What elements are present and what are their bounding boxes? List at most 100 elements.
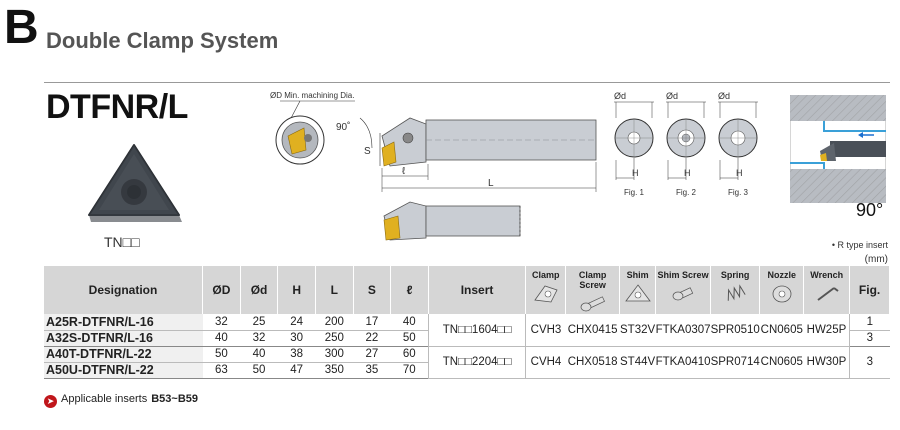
model-title: DTFNR/L <box>46 88 188 126</box>
insert-image <box>88 144 182 222</box>
col-designation: Designation <box>44 266 204 314</box>
nozzle-icon <box>772 285 792 303</box>
col-clamp-screw: Clamp Screw <box>565 266 621 314</box>
fig-1: Ød H Fig. 1 <box>614 91 654 197</box>
rtype-note: • R type insert <box>831 240 888 250</box>
col-L: L <box>315 266 354 314</box>
svg-text:Fig. 1: Fig. 1 <box>624 188 645 197</box>
tool-drawing: ØD Min. machining Dia. 90˚ S ℓ L <box>270 91 597 241</box>
col-H: H <box>277 266 316 314</box>
S-cell: 22 <box>353 330 391 347</box>
col-l: ℓ <box>390 266 429 314</box>
section-letter: B <box>4 1 39 54</box>
H-cell: 24 <box>277 314 316 331</box>
clamp-cell: CVH4 <box>525 346 566 379</box>
min-dia-label: ØD Min. machining Dia. <box>270 91 354 100</box>
D-cell: 63 <box>202 362 241 379</box>
S-cell: 35 <box>353 362 391 379</box>
fig-cell: 3 <box>849 346 890 379</box>
col-clamp: Clamp <box>525 266 567 314</box>
insert-cell: TN□□2204□□ <box>427 346 526 379</box>
table-row: A32S-DTFNR/L-16 40 32 30 250 22 50 3 <box>44 330 890 347</box>
d-cell: 32 <box>240 330 278 347</box>
col-wrench: Wrench <box>803 266 851 314</box>
col-shim: Shim <box>619 266 657 314</box>
l-cell: 60 <box>390 346 429 363</box>
L-cell: 250 <box>315 330 354 347</box>
l-small-label: ℓ <box>402 166 406 177</box>
l-label: L <box>488 178 494 189</box>
shim-cell: ST32V <box>619 314 656 347</box>
col-shim-screw: Shim Screw <box>655 266 712 314</box>
insert-shape-label: TN□□ <box>104 234 140 250</box>
arrow-right-icon: ➤ <box>44 395 57 408</box>
H-cell: 30 <box>277 330 316 347</box>
clamp-screw-icon <box>580 296 605 312</box>
s-label: S <box>364 146 371 157</box>
designation-cell: A50U-DTFNR/L-22 <box>44 362 203 379</box>
H-cell: 38 <box>277 346 316 363</box>
unit-note: (mm) <box>864 254 888 265</box>
D-cell: 40 <box>202 330 241 347</box>
svg-text:H: H <box>684 168 691 178</box>
table-header-row: Designation ØD Ød H L S ℓ Insert Clamp C… <box>44 266 890 314</box>
insert-cell: TN□□1604□□ <box>427 314 526 347</box>
fig-drawings: Ød H Fig. 1 Ød H Fig. 2 Ød <box>614 91 758 197</box>
svg-text:H: H <box>736 168 743 178</box>
machining-angle: 90° <box>856 200 884 220</box>
wrench-cell: HW25P <box>803 314 850 347</box>
clamp-screw-cell: CHX0518 <box>565 346 620 379</box>
l-cell: 70 <box>390 362 429 379</box>
S-cell: 17 <box>353 314 391 331</box>
svg-text:H: H <box>632 168 639 178</box>
col-D: ØD <box>202 266 241 314</box>
svg-text:Ød: Ød <box>614 91 626 101</box>
S-cell: 27 <box>353 346 391 363</box>
fig-3: Ød H Fig. 3 <box>718 91 758 197</box>
table-row: A50U-DTFNR/L-22 63 50 47 350 35 70 <box>44 362 890 379</box>
svg-text:Ød: Ød <box>666 91 678 101</box>
svg-text:Ød: Ød <box>718 91 730 101</box>
L-cell: 200 <box>315 314 354 331</box>
designation-cell: A25R-DTFNR/L-16 <box>44 314 203 331</box>
shim-screw-icon <box>672 287 694 301</box>
divider <box>44 82 890 83</box>
designation-cell: A32S-DTFNR/L-16 <box>44 330 203 347</box>
nozzle-cell: CN0605 <box>759 314 804 347</box>
d-cell: 25 <box>240 314 278 331</box>
L-cell: 350 <box>315 362 354 379</box>
spring-icon <box>727 284 746 301</box>
wrench-icon <box>817 287 839 301</box>
shim-screw-cell: FTKA0307 <box>655 314 711 347</box>
col-nozzle: Nozzle <box>759 266 805 314</box>
angle-label: 90˚ <box>336 121 350 133</box>
D-cell: 50 <box>202 346 241 363</box>
shim-icon <box>624 284 651 302</box>
shim-cell: ST44V <box>619 346 656 379</box>
section-title: Double Clamp System <box>46 28 279 53</box>
l-cell: 40 <box>390 314 429 331</box>
l-cell: 50 <box>390 330 429 347</box>
table-row: A40T-DTFNR/L-22 50 40 38 300 27 60 TN□□2… <box>44 346 890 379</box>
col-insert: Insert <box>428 266 527 314</box>
spring-cell: SPR0714 <box>710 346 760 379</box>
table-row: A25R-DTFNR/L-16 32 25 24 200 17 40 TN□□1… <box>44 314 890 347</box>
L-cell: 300 <box>315 346 354 363</box>
H-cell: 47 <box>277 362 316 379</box>
svg-text:Fig. 3: Fig. 3 <box>728 188 749 197</box>
D-cell: 32 <box>202 314 241 331</box>
footnote-page-link[interactable]: B53~B59 <box>151 393 199 405</box>
designation-cell: A40T-DTFNR/L-22 <box>44 346 203 363</box>
d-cell: 50 <box>240 362 278 379</box>
clamp-screw-cell: CHX0415 <box>565 314 620 347</box>
d-cell: 40 <box>240 346 278 363</box>
fig-cell: 3 <box>849 330 890 347</box>
nozzle-cell: CN0605 <box>759 346 804 379</box>
svg-text:Fig. 2: Fig. 2 <box>676 188 697 197</box>
machining-illustration <box>790 95 886 203</box>
fig-2: Ød H Fig. 2 <box>666 91 706 197</box>
wrench-cell: HW30P <box>803 346 850 379</box>
clamp-icon <box>534 285 558 303</box>
spring-cell: SPR0510 <box>710 314 760 347</box>
